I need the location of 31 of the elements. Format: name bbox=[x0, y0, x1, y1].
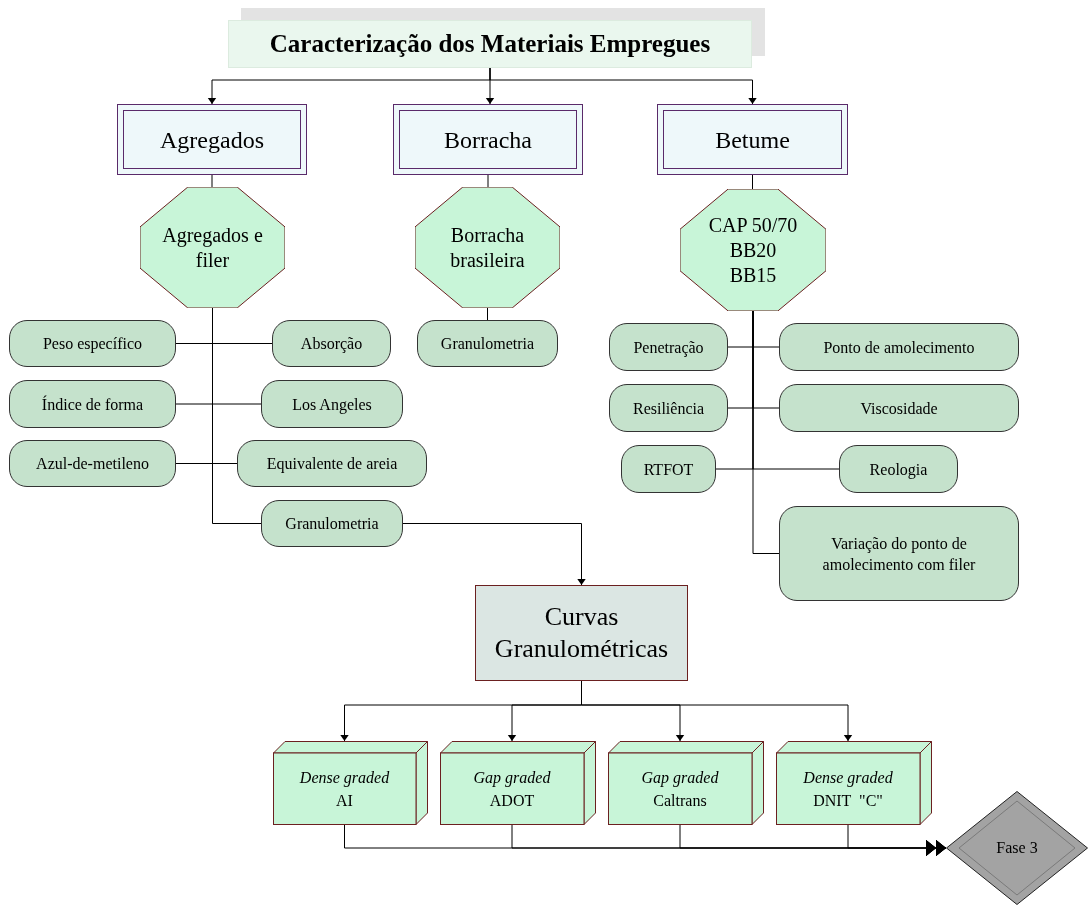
category-box: Agregados bbox=[117, 104, 307, 175]
arrow bbox=[489, 67, 757, 105]
test-pill: Viscosidade bbox=[779, 384, 1019, 432]
test-pill: Peso específico bbox=[9, 320, 176, 367]
process-box: Curvas Granulométricas bbox=[475, 585, 688, 681]
test-pill: Granulometria bbox=[417, 320, 558, 367]
category-box: Borracha bbox=[393, 104, 583, 175]
test-pill: Índice de forma bbox=[9, 380, 176, 428]
connector-line bbox=[752, 174, 753, 190]
connector-line bbox=[487, 174, 489, 188]
test-pill: RTFOT bbox=[621, 445, 716, 493]
test-pill: Los Angeles bbox=[261, 380, 403, 428]
phase-diamond: Fase 3 bbox=[946, 791, 1088, 905]
test-pill: Reologia bbox=[839, 445, 958, 493]
test-pill: Ponto de amolecimento bbox=[779, 323, 1019, 371]
material-octagon: CAP 50/70 BB20 BB15 bbox=[680, 189, 826, 311]
material-octagon: Borracha brasileira bbox=[415, 187, 560, 308]
connector-line bbox=[212, 307, 262, 524]
connector-line bbox=[487, 307, 488, 321]
test-pill: Resiliência bbox=[609, 384, 728, 432]
category-box: Betume bbox=[657, 104, 848, 175]
test-pill: Granulometria bbox=[261, 500, 403, 547]
test-pill: Penetração bbox=[609, 323, 728, 371]
material-octagon: Agregados e filer bbox=[140, 187, 285, 308]
test-pill: Variação do ponto de amolecimento com filer bbox=[779, 506, 1019, 601]
test-pill: Equivalente de areia bbox=[237, 440, 427, 487]
connector-line bbox=[211, 174, 213, 188]
connector-line bbox=[752, 310, 780, 554]
arrow bbox=[402, 523, 586, 586]
test-pill: Azul-de-metileno bbox=[9, 440, 176, 487]
test-pill: Absorção bbox=[272, 320, 391, 367]
